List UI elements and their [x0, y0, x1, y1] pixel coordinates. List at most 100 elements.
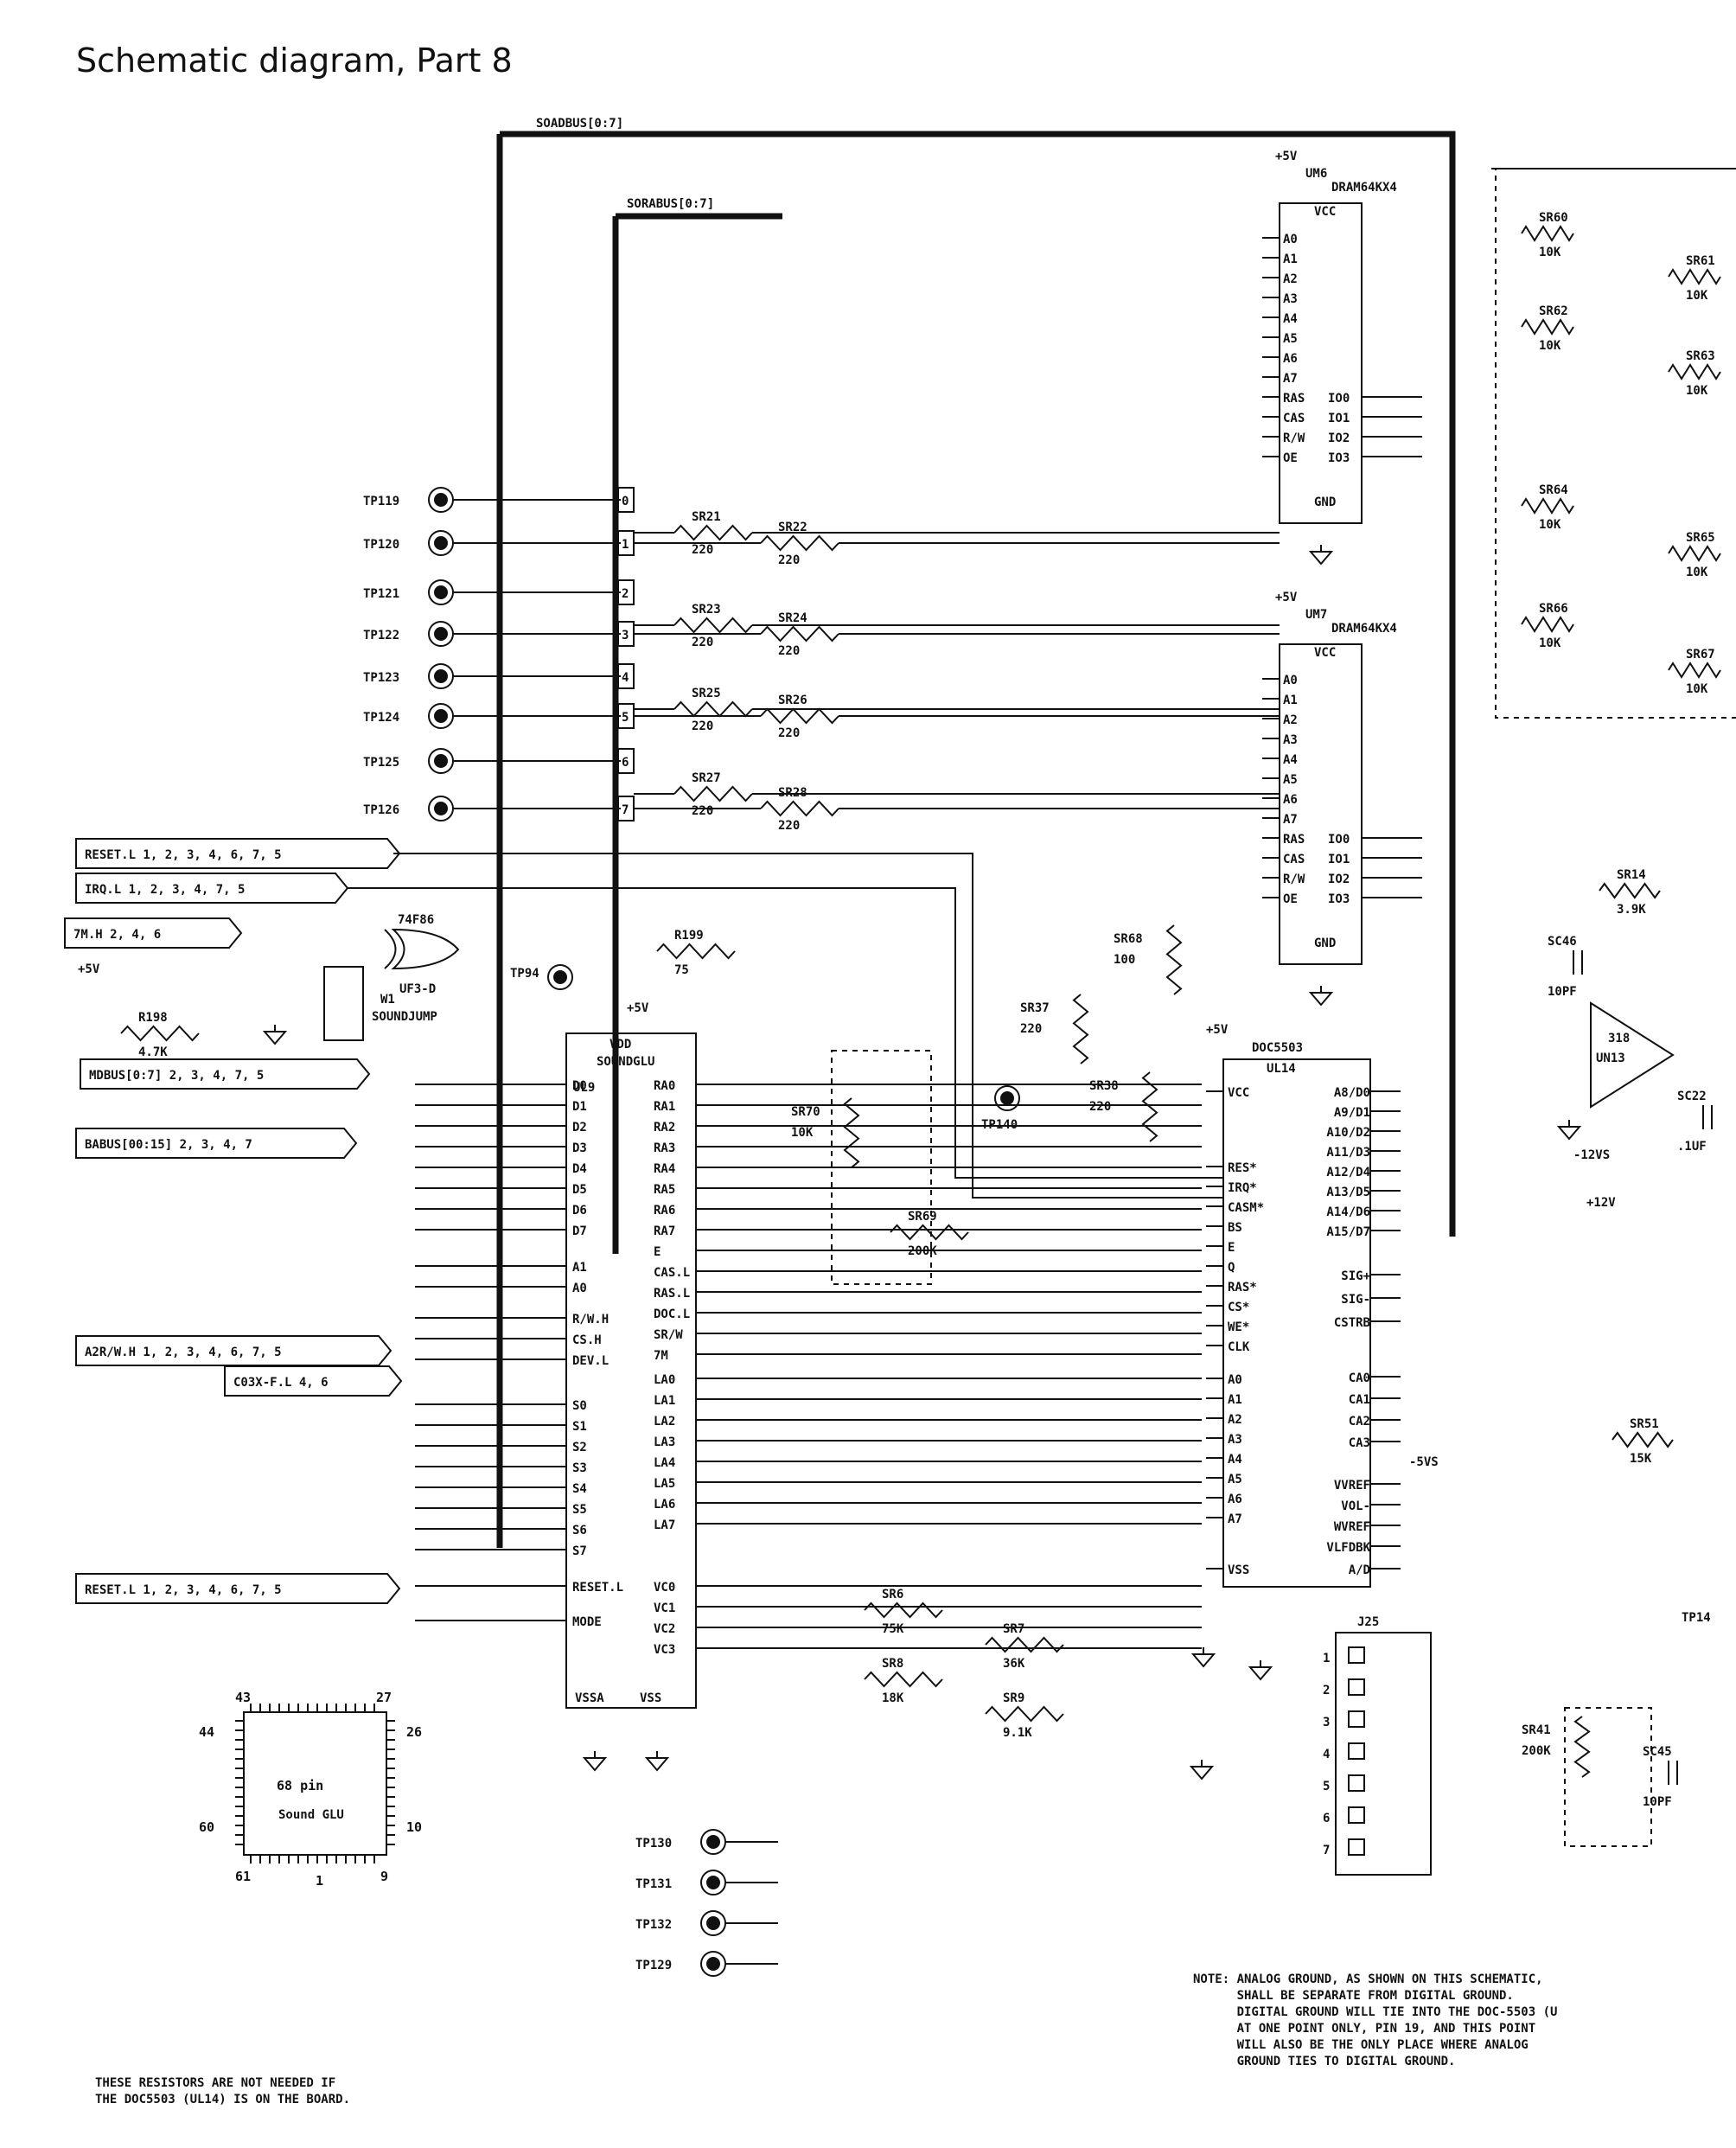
- pin-name: LA3: [654, 1435, 675, 1449]
- connector-pin: [1348, 1742, 1365, 1760]
- ground-note: NOTE: ANALOG GROUND, AS SHOWN ON THIS SC…: [1193, 1972, 1558, 2068]
- jumper-w1: [323, 966, 364, 1041]
- pin-name: D1: [572, 1100, 587, 1114]
- res-val: 220: [778, 644, 800, 658]
- resistor: [673, 785, 753, 802]
- connector-pin: [1348, 1646, 1365, 1664]
- tp-label: TP129: [635, 1959, 672, 1972]
- offpage-c03x-label: C03X-F.L 4, 6: [233, 1376, 329, 1390]
- bus-index: 1: [622, 538, 629, 552]
- pin-name: GND: [1314, 495, 1336, 509]
- um7-ref: UM7: [1305, 608, 1327, 622]
- pin-name: D7: [572, 1224, 587, 1238]
- test-point-dot: [434, 709, 448, 723]
- res-val: 10K: [1539, 339, 1561, 353]
- tp-label: TP125: [363, 756, 399, 770]
- bus-tap: [617, 487, 635, 513]
- opamp-ref: UN13: [1596, 1052, 1625, 1065]
- pin-name: RESET.L: [572, 1581, 623, 1595]
- pin-name: S6: [572, 1524, 587, 1537]
- ground-symbol: [1248, 1660, 1273, 1681]
- power-label: -5VS: [1409, 1455, 1439, 1469]
- pin-name: CS*: [1228, 1301, 1249, 1314]
- pin-name: A7: [1283, 813, 1298, 827]
- pin-name: A5: [1283, 773, 1298, 787]
- pin-name: 7M: [654, 1349, 668, 1363]
- pin-name: RA0: [654, 1079, 675, 1093]
- res-ref: SR26: [778, 694, 807, 707]
- tp-label: TP140: [981, 1118, 1018, 1132]
- offpage-babus-label: BABUS[00:15] 2, 3, 4, 7: [85, 1138, 252, 1152]
- bus-tap: [617, 621, 635, 647]
- tp-label: TP119: [363, 495, 399, 508]
- offpage-7m: [64, 917, 243, 949]
- pin-name: VSS: [1228, 1563, 1249, 1577]
- pin-name: WVREF: [1334, 1520, 1370, 1534]
- pin-name: Q: [1228, 1261, 1235, 1275]
- pin-name: A0: [1283, 233, 1298, 246]
- power-label: -12VS: [1573, 1148, 1610, 1162]
- resistor: [673, 617, 753, 634]
- offpage-mdbus: [80, 1058, 371, 1090]
- pin-name: LA7: [654, 1518, 675, 1532]
- pin-name: VC2: [654, 1622, 675, 1636]
- res-ref: SR60: [1539, 211, 1568, 225]
- bus-index: 6: [622, 756, 629, 770]
- resistor: [760, 534, 839, 552]
- power-label: +5V: [78, 962, 100, 976]
- res-ref: R198: [138, 1011, 168, 1025]
- ground-symbol: [1189, 1760, 1215, 1780]
- resistor: [760, 707, 839, 725]
- pin-name: E: [654, 1245, 661, 1259]
- bus-index: 2: [622, 587, 629, 601]
- test-point-dot: [434, 669, 448, 683]
- pin-name: A15/D7: [1326, 1225, 1370, 1239]
- package-pin-number: 60: [199, 1819, 214, 1835]
- pin-name: A6: [1228, 1493, 1242, 1506]
- pin-name: D3: [572, 1141, 587, 1155]
- res-val: 75: [674, 963, 689, 977]
- ground-symbol: [644, 1751, 670, 1772]
- package-pin-number: 9: [380, 1869, 388, 1884]
- tp-label: TP94: [510, 967, 539, 981]
- bus-index: 5: [622, 711, 629, 725]
- pin-name: S5: [572, 1503, 587, 1517]
- pin-name: R/W: [1283, 432, 1305, 445]
- opamp-part: 318: [1608, 1032, 1630, 1045]
- pin-name: A/D: [1349, 1563, 1370, 1577]
- pin-name: IO0: [1328, 392, 1350, 406]
- pin-name: A9/D1: [1334, 1106, 1370, 1120]
- pin-name: LA0: [654, 1373, 675, 1387]
- ground-symbol: [1190, 1647, 1216, 1668]
- connector-pin: [1348, 1710, 1365, 1728]
- res-val: 220: [692, 543, 713, 557]
- res-val: 18K: [882, 1691, 904, 1705]
- offpage-reset2: [75, 1573, 401, 1604]
- pin-name: A1: [1283, 253, 1298, 266]
- pin-name: RA5: [654, 1183, 675, 1197]
- test-point: [428, 487, 454, 513]
- test-point-tp140: [994, 1085, 1020, 1111]
- res-val: 10K: [1686, 384, 1708, 398]
- res-ref: SR62: [1539, 304, 1568, 318]
- pin-number: 2: [1323, 1684, 1330, 1697]
- ul14-part: DOC5503: [1252, 1041, 1303, 1055]
- pin-number: 4: [1323, 1748, 1330, 1761]
- resistor: [1165, 924, 1183, 995]
- res-val: 10K: [1539, 636, 1561, 650]
- um7-body: [1279, 643, 1363, 965]
- parts: [64, 168, 1736, 1977]
- res-ref: SR61: [1686, 254, 1715, 268]
- res-ref: SR37: [1020, 1001, 1050, 1015]
- capacitor: [1668, 1761, 1678, 1785]
- cap-ref: SC45: [1643, 1745, 1672, 1759]
- res-val: 10K: [1686, 566, 1708, 579]
- wires: [235, 131, 1736, 1965]
- res-val: 220: [778, 819, 800, 833]
- test-point: [700, 1870, 726, 1895]
- tp-label: TP121: [363, 587, 399, 601]
- res-ref: SR70: [791, 1105, 820, 1119]
- pin-name: IO3: [1328, 892, 1350, 906]
- resistor: [1599, 882, 1661, 899]
- pin-name: CA2: [1349, 1415, 1370, 1429]
